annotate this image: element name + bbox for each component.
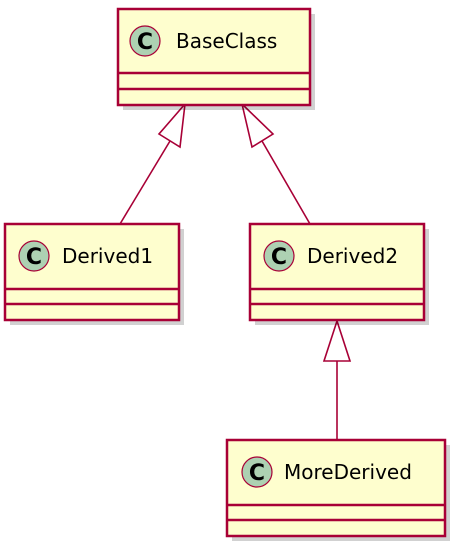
class-name: Derived1 (62, 244, 153, 268)
class-stereotype-icon: C (18, 240, 50, 272)
inheritance-derived2-to-baseclass (240, 101, 311, 225)
inheritance-derived1-to-baseclass (119, 101, 187, 225)
class-derived1[interactable]: C Derived1 (3, 222, 184, 325)
class-morederived[interactable]: C MoreDerived (225, 438, 450, 541)
class-name: MoreDerived (284, 460, 412, 484)
inheritance-morederived-to-derived2 (322, 318, 352, 440)
stereotype-letter: C (249, 461, 265, 486)
class-stereotype-icon: C (241, 456, 273, 488)
class-name: Derived2 (307, 244, 398, 268)
stereotype-letter: C (137, 30, 153, 55)
class-baseclass[interactable]: C BaseClass (116, 7, 315, 110)
stereotype-letter: C (26, 245, 42, 270)
class-stereotype-icon: C (263, 240, 295, 272)
stereotype-letter: C (271, 245, 287, 270)
class-derived2[interactable]: C Derived2 (248, 222, 429, 325)
class-stereotype-icon: C (129, 25, 161, 57)
class-name: BaseClass (176, 29, 277, 53)
